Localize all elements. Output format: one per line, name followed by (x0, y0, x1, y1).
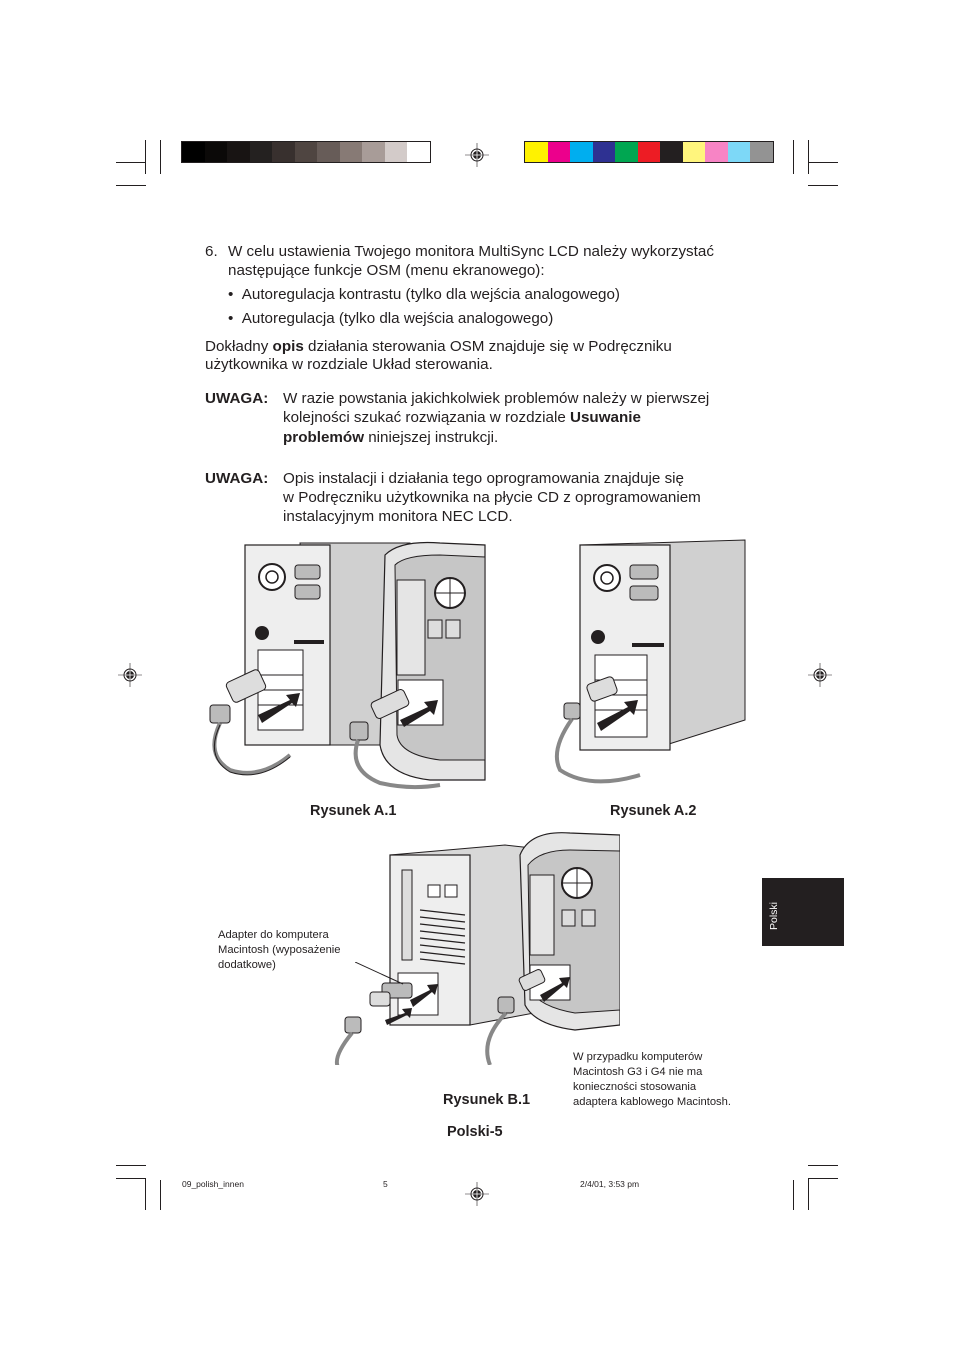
adapter-note-line: Macintosh (wyposażenie (218, 944, 341, 956)
figure-b1-illustration (335, 832, 620, 1065)
note1-text: kolejności szukać rozwiązania w rozdzial… (283, 409, 570, 426)
registration-mark-icon (118, 663, 142, 687)
crop-mark (145, 1178, 146, 1210)
crop-mark (116, 1178, 146, 1179)
note1-line3: problemów niniejszej instrukcji. (283, 428, 498, 447)
mac-note-line: konieczności stosowania (573, 1081, 697, 1093)
note1-bold: problemów (283, 429, 365, 446)
color-swatch (547, 142, 570, 162)
color-swatch (182, 142, 205, 162)
bullet-text: Autoregulacja (tylko dla wejścia analogo… (241, 310, 554, 327)
crop-mark (116, 185, 146, 186)
color-swatch (592, 142, 615, 162)
slug-page: 5 (383, 1179, 388, 1189)
registration-mark-icon (465, 143, 489, 167)
crop-mark (808, 1165, 838, 1166)
page-label: Polski-5 (447, 1124, 503, 1140)
figure-caption-a1: Rysunek A.1 (310, 803, 397, 819)
note1-line2: kolejności szukać rozwiązania w rozdzial… (283, 408, 641, 427)
color-swatch (615, 142, 638, 162)
registration-mark-icon (465, 1182, 489, 1206)
mac-note-line: W przypadku komputerów (573, 1051, 703, 1063)
color-swatch (227, 142, 250, 162)
details-paragraph-line1: Dokładny opis działania sterowania OSM z… (205, 337, 672, 356)
crop-mark (160, 140, 161, 174)
crop-mark (116, 162, 146, 163)
crop-mark (808, 140, 809, 174)
crop-mark (793, 140, 794, 174)
color-swatch (570, 142, 593, 162)
color-swatch (637, 142, 660, 162)
color-swatch (294, 142, 317, 162)
step-text-line1: W celu ustawienia Twojego monitora Multi… (228, 243, 714, 260)
mac-note: W przypadku komputerów Macintosh G3 i G4… (573, 1050, 731, 1110)
crop-mark (145, 140, 146, 174)
note1-bold: Usuwanie (570, 409, 641, 426)
details-bold: opis (272, 338, 304, 355)
color-swatch (525, 142, 548, 162)
crop-mark (793, 1180, 794, 1210)
side-tab-label: Polski (768, 901, 780, 930)
crop-mark (808, 185, 838, 186)
note2-line2: w Podręczniku użytkownika na płycie CD z… (283, 489, 701, 506)
crop-mark (116, 1165, 146, 1166)
note-label: UWAGA: (205, 390, 269, 407)
step-number: 6. (205, 243, 218, 260)
color-swatch (249, 142, 272, 162)
color-swatch (317, 142, 340, 162)
color-swatch (339, 142, 362, 162)
adapter-note-line: Adapter do komputera (218, 929, 329, 941)
note2-line1: Opis instalacji i działania tego oprogra… (283, 470, 685, 487)
crop-mark (808, 162, 838, 163)
mac-note-line: adaptera kablowego Macintosh. (573, 1096, 731, 1108)
color-swatch (204, 142, 227, 162)
step-text-line2: następujące funkcje OSM (menu ekranowego… (228, 262, 545, 279)
bullet-item: • Autoregulacja (tylko dla wejścia analo… (228, 310, 554, 327)
slug-date: 2/4/01, 3:53 pm (580, 1179, 640, 1189)
figure-caption-a2: Rysunek A.2 (610, 803, 697, 819)
process-color-bar (524, 141, 774, 163)
figure-caption-b1: Rysunek B.1 (443, 1092, 531, 1108)
color-swatch (750, 142, 773, 162)
details-paragraph-line2: użytkownika w rozdziale Układ sterowania… (205, 356, 493, 373)
adapter-note-line: dodatkowe) (218, 959, 276, 971)
color-swatch (362, 142, 385, 162)
figure-a2-illustration (555, 539, 746, 784)
color-swatch (705, 142, 728, 162)
adapter-note: Adapter do komputera Macintosh (wyposaże… (218, 928, 341, 973)
note1-text: niniejszej instrukcji. (364, 429, 499, 446)
color-swatch (660, 142, 683, 162)
crop-mark (808, 1178, 838, 1179)
slug-filename: 09_polish_innen (182, 1179, 244, 1189)
color-swatch (682, 142, 705, 162)
crop-mark (160, 1180, 161, 1210)
color-swatch (272, 142, 295, 162)
leader-line (355, 962, 404, 985)
color-swatch (727, 142, 750, 162)
color-swatch (407, 142, 430, 162)
note2-line3: instalacyjnym monitora NEC LCD. (283, 508, 513, 525)
crop-mark (808, 1178, 809, 1210)
note1-line1: W razie powstania jakichkolwiek problemó… (283, 390, 710, 407)
figure-a1-illustration (209, 541, 490, 790)
color-swatch (384, 142, 407, 162)
language-side-tab: Polski (762, 878, 844, 946)
grayscale-color-bar (181, 141, 431, 163)
details-text: działania sterowania OSM znajduje się w … (303, 338, 672, 355)
bullet-text: Autoregulacja kontrastu (tylko dla wejśc… (241, 286, 620, 303)
details-text: Dokładny (205, 338, 273, 355)
registration-mark-icon (808, 663, 832, 687)
note-label: UWAGA: (205, 470, 269, 487)
mac-note-line: Macintosh G3 i G4 nie ma (573, 1066, 703, 1078)
bullet-item: • Autoregulacja kontrastu (tylko dla wej… (228, 286, 620, 303)
